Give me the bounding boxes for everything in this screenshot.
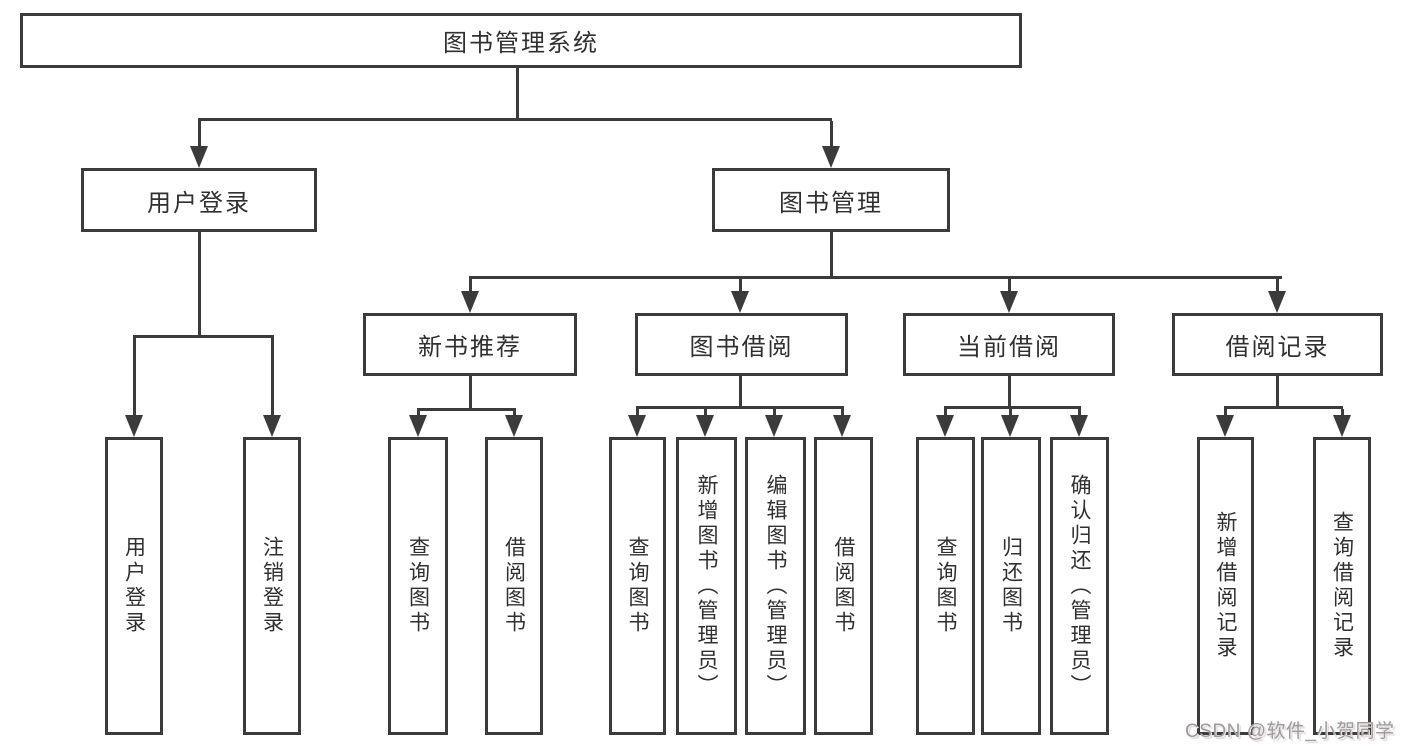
leaf-query-books-borrow: 查询图书 — [609, 437, 666, 735]
arrow-down-icon — [833, 415, 851, 437]
connector-book-borrow-rail — [636, 406, 844, 409]
connector-stub — [636, 409, 639, 416]
arrow-down-icon — [1070, 415, 1088, 437]
connector-root-drop — [516, 68, 519, 120]
connector-borrow-records-rail — [1224, 406, 1343, 409]
connector-book-borrow-drop — [739, 376, 742, 406]
connector-new-book-rec-rail — [417, 408, 516, 411]
connector-stub — [704, 409, 707, 416]
node-user-login: 用户登录 — [81, 168, 317, 232]
arrow-down-icon — [1216, 415, 1234, 437]
connector-level3-rail — [469, 276, 1282, 279]
connector-user-login-stub — [198, 121, 201, 149]
connector-stub — [417, 411, 420, 417]
connector-stub — [469, 279, 472, 293]
arrow-down-icon — [1000, 291, 1018, 313]
connector-current-borrow-drop — [1008, 376, 1011, 406]
node-book-management: 图书管理 — [712, 168, 950, 232]
connector-book-mgmt-stub — [830, 121, 833, 149]
connector-stub — [1009, 409, 1012, 416]
arrow-down-icon — [461, 291, 479, 313]
connector-level2-rail — [198, 118, 832, 121]
connector-stub — [1276, 279, 1279, 293]
arrow-down-icon — [696, 415, 714, 437]
csdn-watermark: CSDN @软件_小贺同学 — [1185, 721, 1395, 742]
node-current-borrow: 当前借阅 — [903, 313, 1115, 376]
arrow-down-icon — [263, 415, 281, 437]
leaf-query-borrow-record: 查询借阅记录 — [1313, 437, 1371, 735]
leaf-query-books-current: 查询图书 — [916, 437, 975, 735]
leaf-return-books: 归还图书 — [981, 437, 1041, 735]
node-borrow-records: 借阅记录 — [1172, 313, 1383, 376]
arrow-down-icon — [1268, 291, 1286, 313]
connector-stub — [773, 409, 776, 416]
arrow-down-icon — [1001, 415, 1019, 437]
connector-stub — [944, 409, 947, 416]
node-new-book-recommend: 新书推荐 — [363, 313, 577, 376]
leaf-logout: 注销登录 — [243, 437, 301, 735]
arrow-down-icon — [190, 146, 208, 168]
leaf-user-login: 用户登录 — [105, 437, 163, 735]
connector-stub — [739, 279, 742, 293]
connector-stub — [133, 338, 136, 417]
connector-current-borrow-rail — [944, 406, 1081, 409]
connector-stub — [1008, 279, 1011, 293]
connector-book-mgmt-drop — [830, 232, 833, 276]
arrow-down-icon — [409, 415, 427, 437]
arrow-down-icon — [822, 146, 840, 168]
connector-borrow-records-drop — [1276, 376, 1279, 406]
leaf-add-books-admin: 新增图书（管理员） — [676, 437, 737, 735]
leaf-add-borrow-record: 新增借阅记录 — [1197, 437, 1254, 735]
leaf-query-books-recommend: 查询图书 — [388, 437, 448, 735]
arrow-down-icon — [731, 291, 749, 313]
node-root: 图书管理系统 — [20, 13, 1022, 68]
leaf-edit-books-admin: 编辑图书（管理员） — [745, 437, 806, 735]
connector-stub — [271, 338, 274, 417]
connector-stub — [513, 411, 516, 417]
leaf-borrow-books-recommend: 借阅图书 — [485, 437, 543, 735]
leaf-confirm-return-admin: 确认归还（管理员） — [1050, 437, 1109, 735]
arrow-down-icon — [628, 415, 646, 437]
arrow-down-icon — [125, 415, 143, 437]
connector-stub — [1341, 409, 1344, 416]
arrow-down-icon — [765, 415, 783, 437]
arrow-down-icon — [1333, 415, 1351, 437]
node-book-borrow: 图书借阅 — [635, 313, 848, 376]
connector-stub — [1078, 409, 1081, 416]
arrow-down-icon — [936, 415, 954, 437]
leaf-borrow-books: 借阅图书 — [814, 437, 873, 735]
connector-stub — [1224, 409, 1227, 416]
connector-user-login-rail — [133, 335, 274, 338]
connector-user-login-drop — [198, 232, 201, 335]
arrow-down-icon — [505, 415, 523, 437]
connector-stub — [841, 409, 844, 416]
connector-new-book-rec-drop — [469, 376, 472, 408]
